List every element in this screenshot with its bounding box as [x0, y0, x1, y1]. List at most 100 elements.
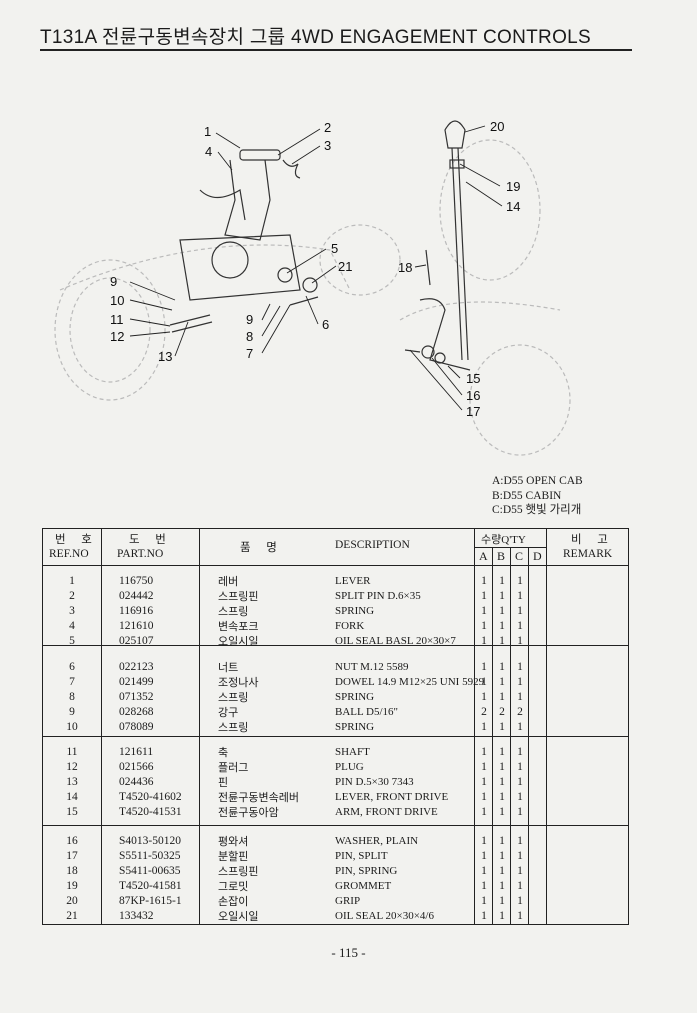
callout-8: 8	[246, 329, 253, 344]
qty-a-cell: 1	[481, 635, 487, 647]
part-no-cell: 024442	[119, 590, 154, 602]
part-no-cell: 024436	[119, 776, 154, 788]
ref-cell: 6	[69, 661, 75, 673]
header-ref-en: REF.NO	[49, 548, 89, 560]
korean-name-cell: 레버	[218, 575, 239, 588]
part-no-cell: S5511-50325	[119, 850, 181, 862]
qty-b-cell: 1	[499, 661, 505, 673]
part-no-cell: 116750	[119, 575, 154, 587]
ref-cell: 10	[66, 721, 78, 733]
header-part-ko: 도 번	[129, 532, 172, 546]
qty-a-cell: 1	[481, 865, 487, 877]
korean-name-cell: 스프링	[218, 691, 249, 704]
part-no-cell: T4520-41602	[119, 791, 182, 803]
description-cell: NUT M.12 5589	[335, 661, 409, 673]
qty-c-cell: 2	[517, 706, 523, 718]
callout-9b: 9	[246, 312, 253, 327]
korean-name-cell: 전륜구동변속레버	[218, 791, 299, 804]
description-cell: DOWEL 14.9 M12×25 UNI 5929	[335, 676, 485, 688]
qty-c-cell: 1	[517, 605, 523, 617]
description-cell: SPRING	[335, 721, 375, 733]
qty-b-cell: 1	[499, 910, 505, 922]
qty-c-cell: 1	[517, 910, 523, 922]
ref-cell: 17	[66, 850, 78, 862]
description-cell: ARM, FRONT DRIVE	[335, 806, 438, 818]
description-cell: OIL SEAL 20×30×4/6	[335, 910, 434, 922]
ref-cell: 16	[66, 835, 78, 847]
part-no-cell: 078089	[119, 721, 154, 733]
qty-c-cell: 1	[517, 776, 523, 788]
header-remark-en: REMARK	[563, 548, 613, 560]
description-cell: OIL SEAL BASL 20×30×7	[335, 635, 456, 647]
description-cell: SPRING	[335, 605, 375, 617]
callout-16: 16	[466, 388, 480, 403]
korean-name-cell: 플러그	[218, 761, 249, 774]
qty-a-cell: 1	[481, 746, 487, 758]
callout-11: 11	[110, 312, 124, 327]
callout-21: 21	[338, 259, 352, 274]
qty-c-cell: 1	[517, 835, 523, 847]
korean-name-cell: 그로밋	[218, 880, 249, 893]
qty-c-cell: 1	[517, 746, 523, 758]
description-cell: GRIP	[335, 895, 361, 907]
callout-10: 10	[110, 293, 124, 308]
part-no-cell: 021566	[119, 761, 154, 773]
callout-5: 5	[331, 241, 338, 256]
korean-name-cell: 핀	[218, 776, 229, 789]
qty-a-cell: 1	[481, 661, 487, 673]
exploded-parts-diagram: 1 2 3 4 5 21 9 10 11 12 13 9 8 7 6 20 19…	[54, 119, 571, 456]
ref-cell: 8	[69, 691, 75, 703]
description-cell: PIN D.5×30 7343	[335, 776, 414, 788]
korean-name-cell: 손잡이	[218, 895, 249, 908]
korean-name-cell: 오일시일	[218, 910, 259, 923]
description-cell: PIN, SPLIT	[335, 850, 388, 862]
qty-a-cell: 1	[481, 806, 487, 818]
header-qty: 수량Q'TY	[481, 531, 526, 547]
qty-a-cell: 1	[481, 850, 487, 862]
callout-20: 20	[490, 119, 504, 134]
qty-c-cell: 1	[517, 590, 523, 602]
callout-17: 17	[466, 404, 480, 419]
description-cell: FORK	[335, 620, 365, 632]
ref-cell: 3	[69, 605, 75, 617]
header-qty-ko: 수량	[481, 533, 502, 546]
qty-a-cell: 1	[481, 721, 487, 733]
ref-cell: 11	[66, 746, 78, 758]
qty-b-cell: 1	[499, 806, 505, 818]
qty-a-cell: 1	[481, 575, 487, 587]
callout-15: 15	[466, 371, 480, 386]
qty-a-cell: 1	[481, 880, 487, 892]
qty-c-cell: 1	[517, 676, 523, 688]
qty-b-cell: 1	[499, 776, 505, 788]
part-no-cell: S5411-00635	[119, 865, 181, 877]
qty-a-cell: 1	[481, 761, 487, 773]
page-number: - 115 -	[331, 945, 366, 960]
qty-col-b: B	[497, 549, 506, 563]
qty-b-cell: 1	[499, 635, 505, 647]
ref-cell: 12	[66, 761, 78, 773]
qty-c-cell: 1	[517, 880, 523, 892]
qty-a-cell: 1	[481, 676, 487, 688]
qty-a-cell: 1	[481, 590, 487, 602]
qty-b-cell: 1	[499, 791, 505, 803]
callout-13: 13	[158, 349, 172, 364]
qty-c-cell: 1	[517, 575, 523, 587]
qty-a-cell: 1	[481, 691, 487, 703]
callout-2: 2	[324, 120, 331, 135]
korean-name-cell: 스프링	[218, 721, 249, 734]
description-cell: GROMMET	[335, 880, 392, 892]
header-part-en: PART.NO	[117, 548, 164, 560]
qty-a-cell: 1	[481, 895, 487, 907]
model-legend: A:D55 OPEN CAB B:D55 CABIN C:D55 햇빛 가리개	[492, 474, 583, 518]
